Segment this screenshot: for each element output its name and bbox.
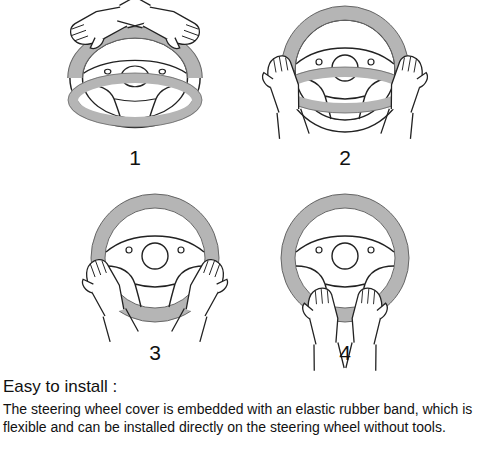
section-heading: Easy to install :	[3, 377, 117, 397]
step-number: 3	[140, 341, 170, 365]
step2-figure	[259, 6, 430, 140]
description-text: The steering wheel cover is embedded wit…	[3, 400, 497, 436]
step-number: 2	[330, 146, 360, 170]
step1-figure	[66, 0, 204, 128]
step4-figure	[281, 194, 409, 371]
step3-figure	[77, 194, 234, 344]
step-number: 4	[330, 341, 360, 365]
step-number: 1	[120, 146, 150, 170]
